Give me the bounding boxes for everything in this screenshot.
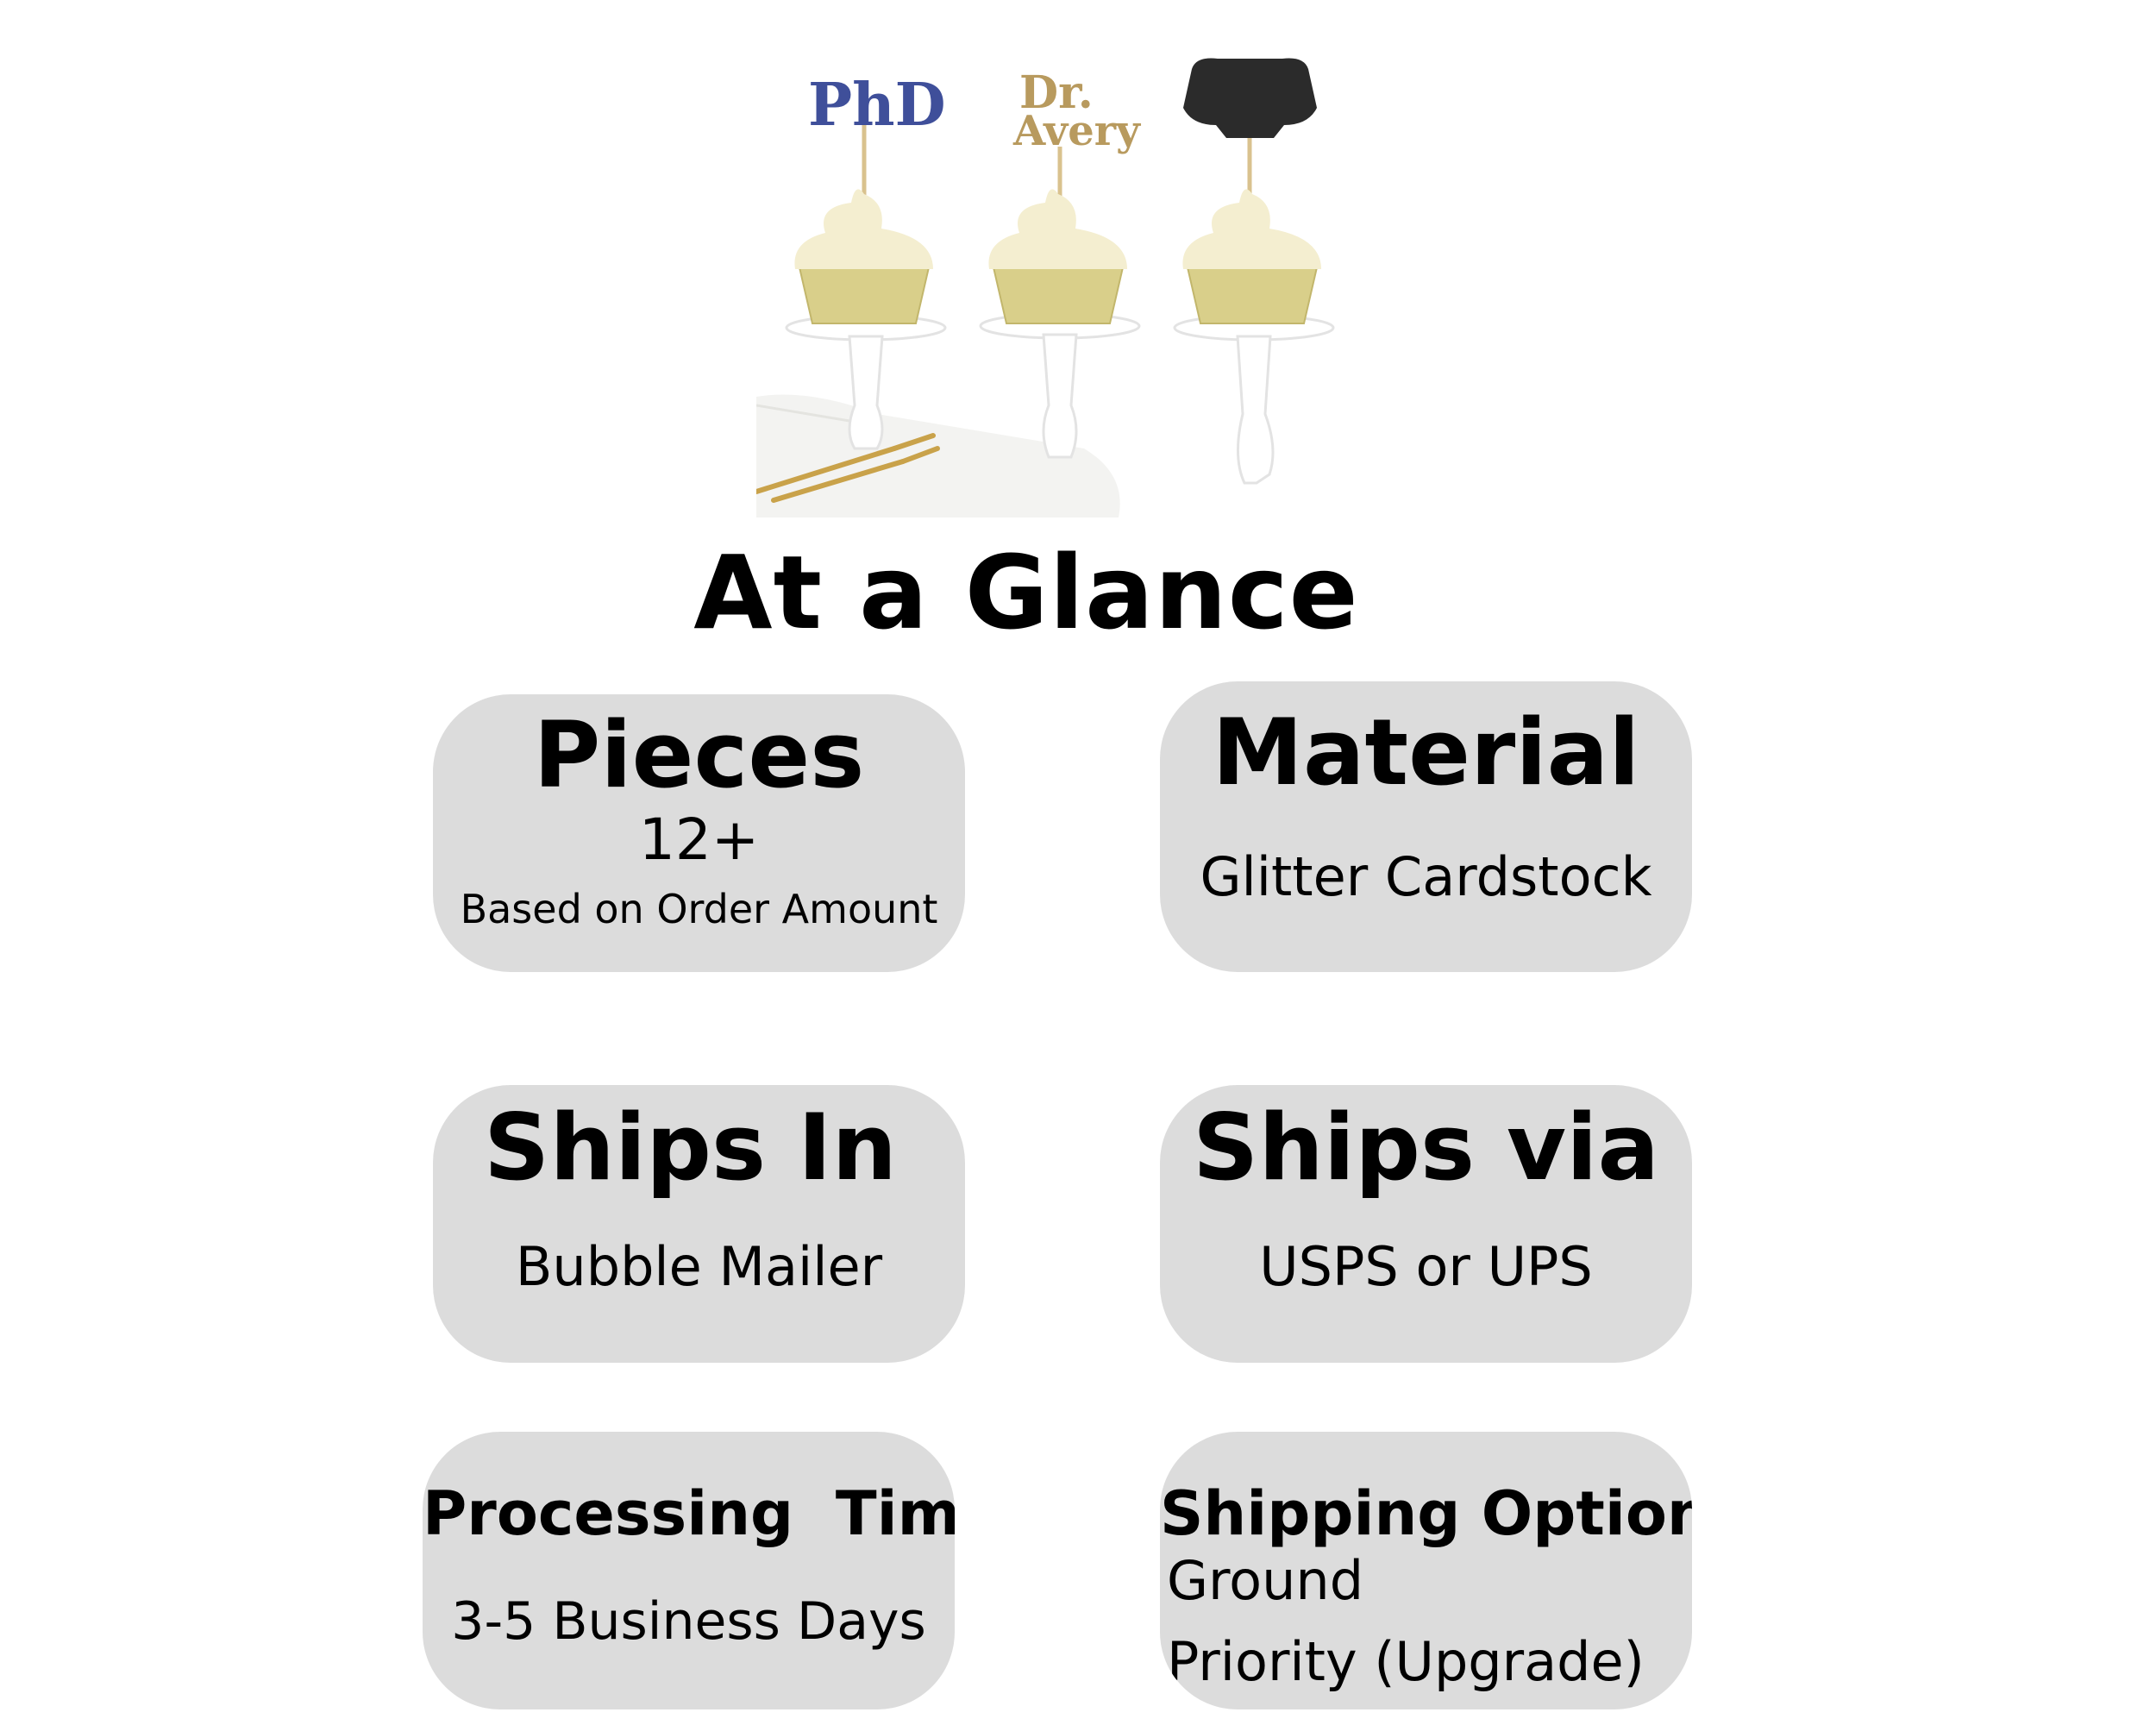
card-value: 3-5 Business Days — [451, 1591, 926, 1652]
info-card-ships-via: Ships via USPS or UPS — [1160, 1085, 1692, 1363]
card-value-line-2: Priority (Upgrade) — [1167, 1630, 1645, 1693]
card-heading: Ships via — [1193, 1095, 1659, 1201]
info-card-pieces: Pieces 12+ Based on Order Amount — [433, 694, 965, 972]
gold-forks — [756, 433, 940, 503]
card-note: Based on Order Amount — [460, 886, 938, 932]
product-photo: PhD Dr. Avery — [756, 43, 1345, 518]
info-card-material: Material Glitter Cardstock — [1160, 681, 1692, 972]
page-title: At a Glance — [693, 533, 1359, 652]
card-value: 12+ — [638, 806, 760, 873]
card-heading: Processing Time — [423, 1478, 955, 1549]
info-card-shipping-options: Shipping Options Ground Priority (Upgrad… — [1160, 1432, 1692, 1709]
card-heading: Ships In — [484, 1095, 897, 1201]
card-value: Glitter Cardstock — [1200, 845, 1652, 908]
avery-topper: Avery — [1012, 107, 1142, 155]
info-card-ships-in: Ships In Bubble Mailer — [433, 1085, 965, 1363]
card-value: Bubble Mailer — [515, 1235, 883, 1298]
card-heading: Shipping Options — [1160, 1478, 1692, 1549]
grad-cap-topper — [1183, 58, 1317, 138]
card-heading: Pieces — [533, 702, 865, 808]
info-card-processing-time: Processing Time 3-5 Business Days — [423, 1432, 955, 1709]
phd-topper: PhD — [808, 71, 946, 140]
dr-topper: Dr. — [1019, 66, 1094, 119]
card-value-line-1: Ground — [1167, 1549, 1364, 1612]
card-value: USPS or UPS — [1259, 1235, 1593, 1298]
cupcakes — [794, 189, 1321, 324]
card-heading: Material — [1212, 699, 1640, 806]
